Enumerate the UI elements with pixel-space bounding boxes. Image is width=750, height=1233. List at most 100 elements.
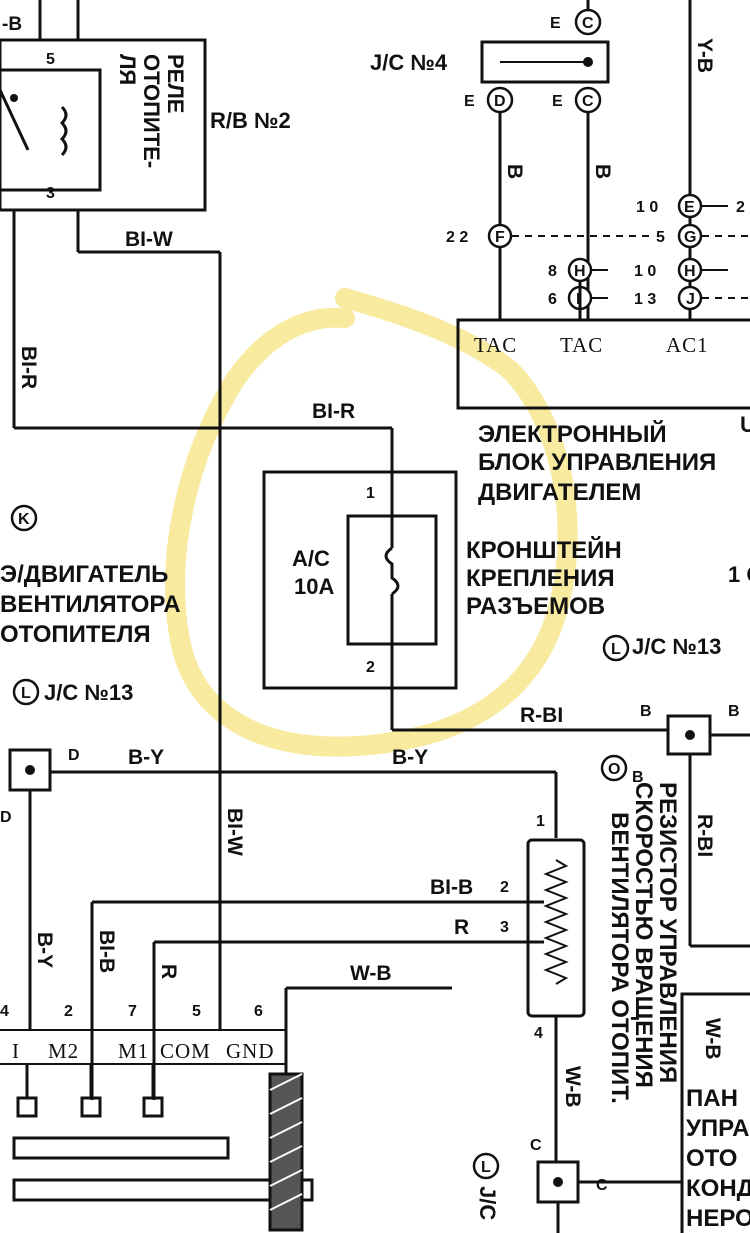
svg-text:BI-W: BI-W bbox=[223, 808, 246, 856]
svg-text:O: O bbox=[608, 761, 620, 778]
svg-text:5: 5 bbox=[46, 51, 55, 68]
svg-text:7: 7 bbox=[128, 1003, 137, 1020]
svg-text:GND: GND bbox=[226, 1039, 275, 1063]
relay-frame bbox=[0, 38, 207, 212]
svg-text:R-BI: R-BI bbox=[693, 814, 716, 857]
svg-text:4: 4 bbox=[0, 1003, 9, 1020]
svg-text:Y-B: Y-B bbox=[693, 38, 716, 73]
svg-text:C: C bbox=[582, 93, 594, 110]
svg-text:G: G bbox=[684, 229, 696, 246]
svg-text:E: E bbox=[684, 199, 695, 216]
svg-text:B: B bbox=[632, 769, 644, 786]
svg-text:8: 8 bbox=[548, 263, 557, 280]
svg-text:M1: M1 bbox=[118, 1039, 149, 1063]
motor-name-3: ОТОПИТЕЛЯ bbox=[0, 621, 151, 648]
junction-connector-13-right: L J/C №13 1 C B B bbox=[602, 562, 750, 756]
relay-block-label: R/B №2 bbox=[210, 108, 291, 133]
svg-text:BI-R: BI-R bbox=[312, 400, 355, 423]
svg-text:L: L bbox=[481, 1159, 491, 1176]
svg-text:3: 3 bbox=[500, 919, 509, 936]
relay-switch bbox=[0, 89, 30, 151]
svg-text:2: 2 bbox=[366, 659, 375, 676]
svg-text:1: 1 bbox=[366, 485, 375, 502]
svg-text:B: B bbox=[503, 164, 526, 179]
svg-text:TAC: TAC bbox=[474, 333, 517, 357]
svg-text:F: F bbox=[495, 229, 505, 246]
svg-text:E: E bbox=[550, 15, 561, 32]
resistor-body bbox=[526, 838, 586, 1018]
svg-text:1 0: 1 0 bbox=[634, 263, 656, 280]
svg-text:BI-B: BI-B bbox=[430, 876, 473, 899]
resistor-coil bbox=[543, 859, 569, 985]
svg-text:C: C bbox=[530, 1137, 542, 1154]
svg-text:2: 2 bbox=[64, 1003, 73, 1020]
svg-text:4: 4 bbox=[534, 1025, 543, 1042]
svg-text:R-BI: R-BI bbox=[520, 704, 563, 727]
svg-text:B: B bbox=[728, 703, 740, 720]
svg-text:B-Y: B-Y bbox=[128, 746, 164, 769]
svg-text:W-B: W-B bbox=[701, 1018, 724, 1060]
svg-text:AC1: AC1 bbox=[666, 333, 709, 357]
svg-text:M2: M2 bbox=[48, 1039, 79, 1063]
panel-frame bbox=[680, 992, 750, 1233]
svg-text:6: 6 bbox=[548, 291, 557, 308]
fuse-ac-10a: A/C 10A 1 2 КРОНШТЕЙН КРЕПЛЕНИЯ РАЗЪЕМОВ bbox=[262, 470, 622, 690]
svg-text:L: L bbox=[611, 641, 621, 658]
svg-text:1 C: 1 C bbox=[728, 562, 750, 587]
svg-text:2 2: 2 2 bbox=[446, 229, 468, 246]
ecu-frame bbox=[456, 318, 750, 410]
svg-text:1 3: 1 3 bbox=[634, 291, 656, 308]
svg-text:K: K bbox=[18, 511, 30, 528]
svg-text:U: U bbox=[740, 412, 750, 437]
svg-text:2: 2 bbox=[500, 879, 509, 896]
svg-text:H: H bbox=[684, 263, 696, 280]
svg-text:R: R bbox=[454, 916, 469, 939]
ecu-connector-rows: 1 0 E 2 2 2 F 5 G 8 H 1 0 H 6 I 1 3 J bbox=[446, 193, 750, 311]
svg-text:I: I bbox=[12, 1039, 20, 1063]
holder-name-1: КРОНШТЕЙН bbox=[466, 536, 622, 564]
svg-text:НЕРО: НЕРО bbox=[686, 1205, 750, 1232]
blower-resistor: O B РЕЗИСТОР УПРАВЛЕНИЯ СКОРОСТЬЮ ВРАЩЕН… bbox=[500, 754, 681, 1104]
relay-name-1: РЕЛЕ bbox=[163, 54, 188, 113]
relay-coil bbox=[59, 105, 68, 157]
motor-bar-1 bbox=[12, 1136, 230, 1160]
svg-text:B: B bbox=[640, 703, 652, 720]
resistor-name-3: ВЕНТИЛЯТОРА ОТОПИТ. bbox=[606, 812, 633, 1104]
engine-ecu: TAC TAC AC1 ЭЛЕКТРОННЫЙ БЛОК УПРАВЛЕНИЯ … bbox=[456, 318, 750, 506]
svg-text:E: E bbox=[464, 93, 475, 110]
relay-name-2: ОТОПИТЕ- bbox=[139, 54, 164, 168]
fuse-rating: 10A bbox=[294, 574, 334, 599]
svg-text:C: C bbox=[596, 1177, 608, 1194]
svg-text:C: C bbox=[582, 15, 594, 32]
ecu-name-2: БЛОК УПРАВЛЕНИЯ bbox=[478, 449, 716, 476]
svg-text:COM: COM bbox=[160, 1039, 211, 1063]
svg-text:BI-W: BI-W bbox=[125, 228, 173, 251]
ecu-name-1: ЭЛЕКТРОННЫЙ bbox=[478, 420, 667, 448]
svg-text:E: E bbox=[552, 93, 563, 110]
holder-name-2: КРЕПЛЕНИЯ bbox=[466, 565, 615, 592]
junction-connector-bottom: L J/C C C bbox=[472, 1137, 608, 1220]
svg-text:КОНД: КОНД bbox=[686, 1175, 750, 1202]
highlight-loop bbox=[165, 288, 578, 757]
relay-inner bbox=[0, 68, 102, 192]
jc13-right-label: J/C №13 bbox=[632, 634, 721, 659]
svg-text:5: 5 bbox=[656, 229, 665, 246]
svg-text:J: J bbox=[686, 291, 695, 308]
fuse-element bbox=[384, 546, 400, 596]
control-panel: W-B ПАН УПРА ОТО КОНД НЕРО bbox=[680, 992, 750, 1233]
motor-name-2: ВЕНТИЛЯТОРА bbox=[0, 591, 181, 618]
motor-bar-2 bbox=[12, 1178, 314, 1202]
svg-text:I: I bbox=[576, 291, 580, 308]
jc13-left-label: J/C №13 bbox=[44, 680, 133, 705]
junction-connector-4: J/C №4 C E D E C E bbox=[370, 8, 610, 114]
svg-text:-B: -B bbox=[2, 14, 22, 35]
motor-name-1: Э/ДВИГАТЕЛЬ bbox=[0, 561, 168, 588]
svg-text:ОТО: ОТО bbox=[686, 1145, 737, 1172]
fuse-holder-frame bbox=[262, 470, 458, 690]
heater-relay: 5 3 -B РЕЛЕ ОТОПИТЕ- ЛЯ R/B №2 bbox=[0, 14, 291, 212]
fuse-name: A/C bbox=[292, 546, 330, 571]
holder-name-3: РАЗЪЕМОВ bbox=[466, 593, 605, 620]
svg-text:W-B: W-B bbox=[561, 1066, 584, 1108]
svg-text:D: D bbox=[0, 809, 12, 826]
